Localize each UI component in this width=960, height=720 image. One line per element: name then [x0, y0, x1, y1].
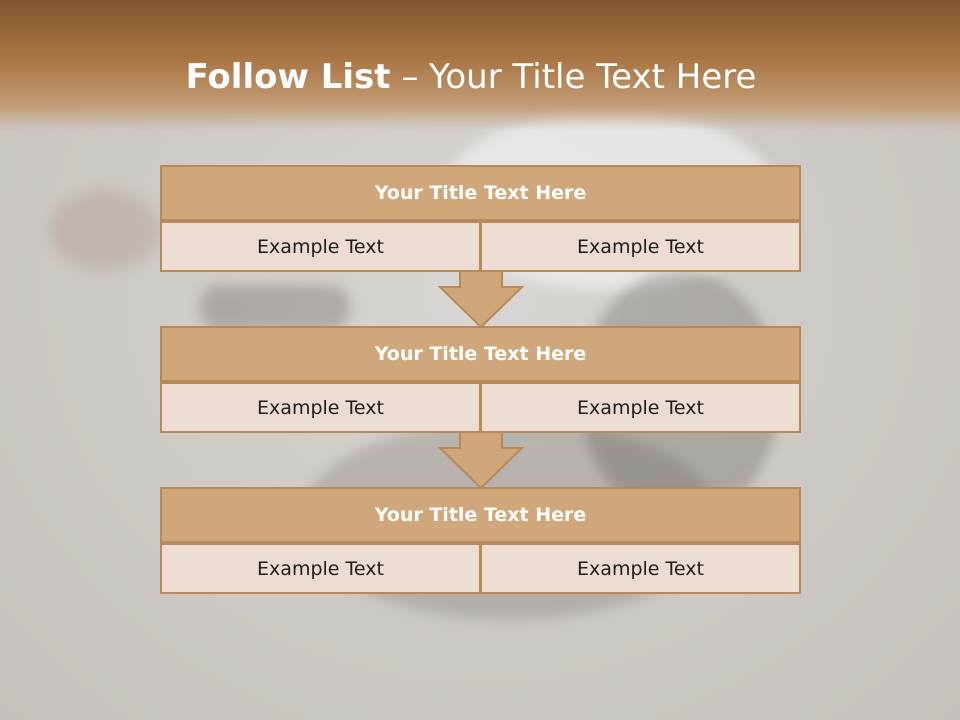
step-cell-right: Example Text [480, 543, 801, 594]
down-arrow-icon [438, 270, 524, 328]
photo-shoe [200, 285, 350, 330]
step-block-1: Your Title Text Here Example Text Exampl… [160, 165, 801, 272]
slide-title-rest: – Your Title Text Here [390, 57, 757, 97]
step-cell-left: Example Text [160, 382, 481, 433]
photo-hand [50, 190, 160, 270]
step-block-3: Your Title Text Here Example Text Exampl… [160, 487, 801, 594]
title-bar [0, 0, 960, 130]
slide-title: Follow List – Your Title Text Here [0, 55, 942, 99]
step-block-2: Your Title Text Here Example Text Exampl… [160, 326, 801, 433]
step-title: Your Title Text Here [160, 326, 801, 382]
step-title: Your Title Text Here [160, 487, 801, 543]
step-cell-right: Example Text [480, 382, 801, 433]
step-cell-left: Example Text [160, 543, 481, 594]
slide-title-bold: Follow List [185, 57, 391, 97]
step-cell-right: Example Text [480, 221, 801, 272]
step-cell-left: Example Text [160, 221, 481, 272]
step-title: Your Title Text Here [160, 165, 801, 221]
down-arrow-icon [438, 431, 524, 489]
